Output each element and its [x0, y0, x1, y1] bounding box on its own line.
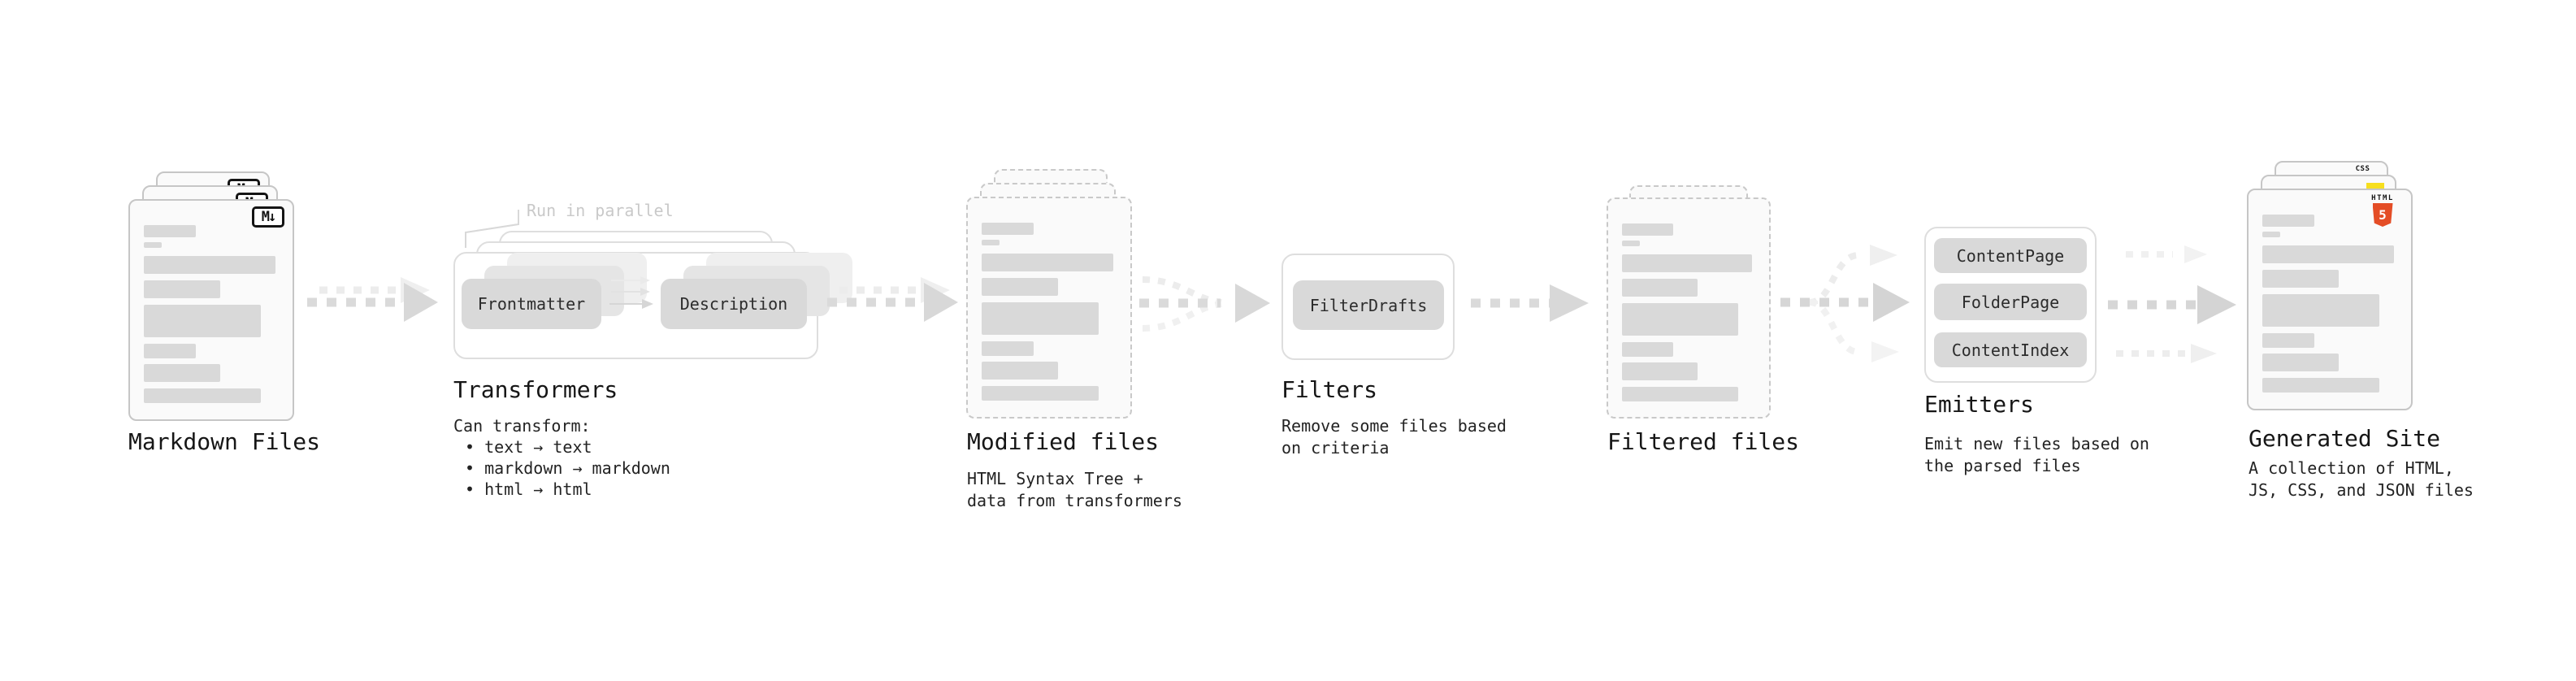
text-line-placeholder — [982, 386, 1099, 401]
filters-subtitle-2: on criteria — [1281, 438, 1390, 458]
text-line-placeholder — [144, 388, 261, 403]
emitters-title: Emitters — [1924, 391, 2034, 418]
text-line-placeholder — [1622, 241, 1640, 246]
contentpage-emitter-pill: ContentPage — [1934, 238, 2087, 273]
filters-subtitle-1: Remove some files based — [1281, 416, 1507, 436]
text-line-placeholder — [2262, 215, 2314, 227]
generated-site-subtitle-1: A collection of HTML, — [2249, 458, 2454, 478]
generated-site-stack: CSS HTML 5 — [2247, 161, 2413, 410]
text-line-placeholder — [982, 278, 1058, 296]
frontmatter-transformer-pill: Frontmatter — [462, 279, 601, 329]
text-line-placeholder — [2262, 378, 2379, 393]
text-line-placeholder — [1622, 279, 1698, 297]
arrow-modified-to-filters — [1139, 276, 1270, 332]
modified-page — [966, 197, 1132, 419]
annotation-callout-line — [465, 210, 519, 248]
transformers-bullet: • html → html — [465, 479, 592, 499]
text-line-placeholder — [1622, 342, 1674, 357]
contentindex-emitter-pill: ContentIndex — [1934, 332, 2087, 367]
filtered-page — [1607, 197, 1771, 419]
filtered-files-stack — [1607, 185, 1771, 419]
arrow-filtered-to-emitters — [1780, 245, 1910, 362]
arrow-transformers-to-modified — [827, 277, 958, 322]
text-line-placeholder — [144, 344, 196, 358]
transformers-subtitle: Can transform: — [453, 416, 591, 436]
filtered-files-title: Filtered files — [1607, 428, 1800, 455]
modified-files-subtitle-2: data from transformers — [967, 491, 1182, 510]
text-line-placeholder — [2262, 245, 2394, 263]
emitters-subtitle-1: Emit new files based on — [1924, 434, 2149, 453]
text-line-placeholder — [982, 240, 1000, 245]
text-line-placeholder — [1622, 362, 1698, 380]
text-line-placeholder — [1622, 223, 1674, 236]
text-line-placeholder — [2262, 354, 2339, 371]
transformers-bullet: • text → text — [465, 437, 592, 457]
text-line-placeholder — [1622, 254, 1753, 272]
emitters-subtitle-2: the parsed files — [1924, 456, 2081, 475]
markdown-icon: M↓ — [252, 206, 284, 228]
filterdrafts-pill: FilterDrafts — [1293, 280, 1444, 330]
text-line-placeholder — [144, 225, 196, 237]
text-line-placeholder — [144, 305, 261, 337]
text-line-placeholder — [2262, 294, 2379, 327]
modified-files-title: Modified files — [967, 428, 1160, 455]
filters-title: Filters — [1281, 376, 1378, 403]
text-line-placeholder — [982, 362, 1058, 380]
html-page: HTML 5 — [2247, 189, 2413, 410]
arrow-filters-to-filtered — [1471, 284, 1589, 322]
transformers-title: Transformers — [453, 376, 618, 403]
transformers-bullet: • markdown → markdown — [465, 458, 670, 478]
markdown-page: M↓ — [128, 199, 294, 421]
folderpage-emitter-pill: FolderPage — [1934, 284, 2087, 320]
text-line-placeholder — [144, 280, 220, 298]
text-line-placeholder — [982, 341, 1034, 356]
modified-files-subtitle-1: HTML Syntax Tree + — [967, 469, 1143, 488]
markdown-files-title: Markdown Files — [128, 428, 321, 455]
text-line-placeholder — [1622, 303, 1738, 336]
text-line-placeholder — [144, 364, 220, 382]
generated-site-title: Generated Site — [2249, 425, 2441, 452]
modified-files-stack — [966, 169, 1132, 419]
text-line-placeholder — [982, 254, 1113, 271]
text-line-placeholder — [2262, 270, 2339, 288]
arrow-markdown-to-transformers — [307, 277, 438, 322]
text-line-placeholder — [144, 242, 162, 248]
transformer-flow-arrows — [609, 276, 653, 309]
generated-site-subtitle-2: JS, CSS, and JSON files — [2249, 480, 2474, 500]
run-in-parallel-annotation: Run in parallel — [527, 201, 674, 220]
html5-icon: HTML 5 — [2364, 194, 2401, 227]
text-line-placeholder — [982, 302, 1099, 335]
arrow-emitters-to-generated — [2108, 245, 2236, 363]
text-line-placeholder — [2262, 232, 2280, 237]
text-line-placeholder — [2262, 333, 2314, 348]
text-line-placeholder — [1622, 387, 1738, 401]
description-transformer-pill: Description — [661, 279, 807, 329]
markdown-files-stack: M↓ M↓ M↓ — [128, 171, 294, 421]
text-line-placeholder — [144, 256, 275, 274]
text-line-placeholder — [982, 223, 1034, 235]
